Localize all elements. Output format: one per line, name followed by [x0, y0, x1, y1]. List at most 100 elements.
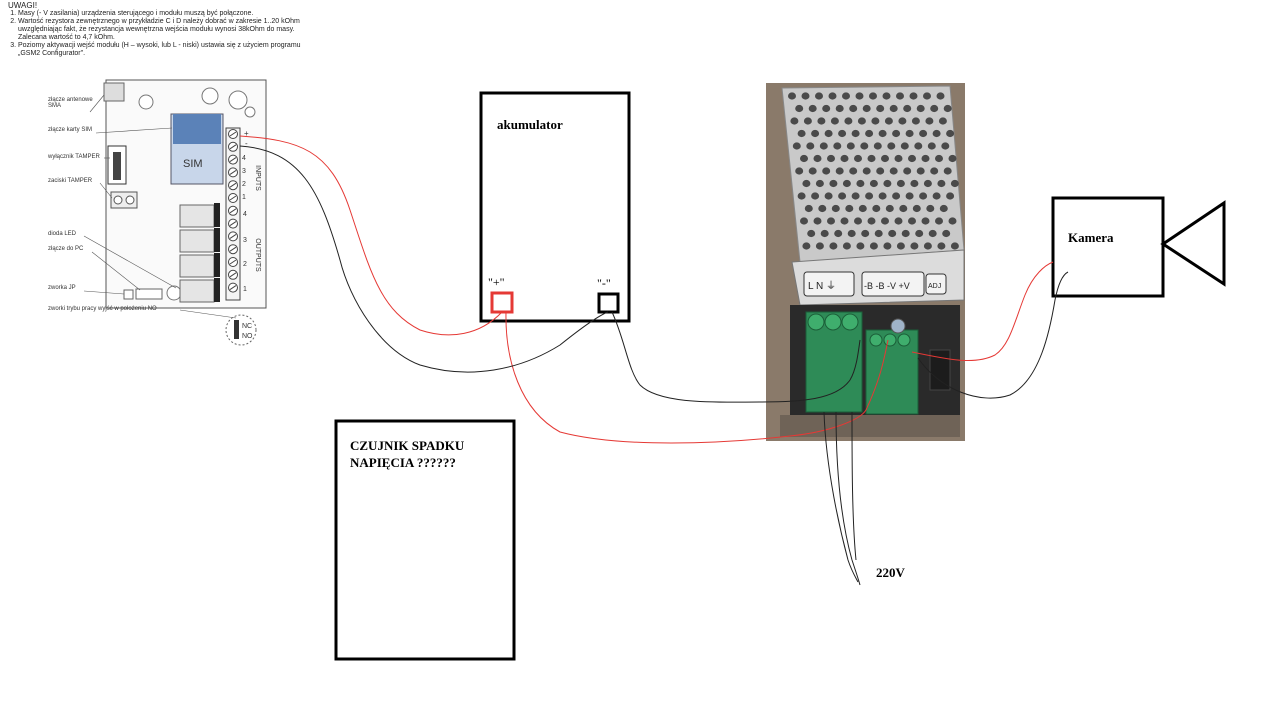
vent-hole — [808, 104, 817, 113]
vent-hole — [905, 192, 914, 200]
vent-hole — [840, 217, 849, 225]
vent-hole — [883, 242, 892, 250]
vent-hole — [883, 179, 892, 188]
vent-hole — [803, 117, 812, 125]
sensor-label-line1: CZUJNIK SPADKU — [350, 438, 465, 453]
vent-hole — [916, 167, 925, 175]
vent-hole — [896, 92, 904, 100]
vent-hole — [862, 167, 871, 175]
label-pc: złącze do PC — [48, 246, 84, 252]
tamper-switch-lever — [113, 152, 121, 180]
vent-hole — [860, 142, 869, 150]
vent-hole — [946, 192, 955, 200]
vent-hole — [942, 229, 951, 238]
vent-hole — [858, 204, 867, 213]
psu-vent-holes — [788, 92, 959, 250]
vent-hole — [884, 117, 893, 125]
vent-hole — [869, 242, 878, 250]
camera-label: Kamera — [1068, 230, 1114, 245]
mains-wire — [835, 411, 861, 586]
vent-hole — [833, 142, 842, 150]
wires — [239, 135, 1069, 586]
vent-hole — [937, 242, 946, 250]
sensor-label: CZUJNIK SPADKU NAPIĘCIA ?????? — [350, 437, 464, 471]
red-wire — [505, 311, 889, 444]
black-wire — [239, 145, 609, 373]
sim-card — [173, 114, 221, 144]
vent-hole — [935, 217, 943, 225]
vent-hole — [898, 117, 907, 125]
battery-plus-label: "+" — [488, 275, 505, 289]
vent-hole — [910, 242, 919, 250]
output-num: 2 — [243, 261, 247, 268]
vent-hole — [903, 167, 912, 175]
vent-hole — [939, 204, 948, 213]
vent-hole — [845, 204, 854, 213]
vent-hole — [808, 167, 817, 175]
black-wire — [917, 271, 1069, 399]
vent-hole — [923, 92, 931, 100]
vent-hole — [925, 117, 934, 125]
vent-hole — [819, 142, 828, 150]
battery — [479, 91, 631, 323]
nc-label: NC — [242, 323, 252, 330]
notes-item: Poziomy aktywacji wejść modułu (H – wyso… — [18, 42, 308, 58]
battery-minus-terminal — [597, 292, 620, 314]
vent-hole — [844, 117, 853, 125]
psu-ac-label-box — [803, 271, 855, 297]
vent-hole — [885, 204, 894, 213]
vent-hole — [854, 154, 862, 163]
vent-hole — [801, 92, 810, 100]
vent-hole — [948, 154, 957, 163]
relay — [179, 204, 215, 228]
vent-hole — [842, 179, 851, 188]
vent-hole — [849, 104, 858, 113]
vent-hole — [932, 192, 941, 200]
vent-hole — [829, 179, 838, 188]
relay — [179, 254, 215, 278]
vent-hole — [874, 229, 883, 238]
vent-hole — [896, 179, 905, 188]
vent-hole — [869, 179, 878, 188]
label-no-jumpers: zworki trybu pracy wyjść w położeniu NO — [48, 306, 157, 312]
vent-hole — [854, 217, 862, 225]
vent-hole — [919, 129, 928, 138]
vent-hole — [911, 117, 920, 125]
vent-hole — [910, 179, 919, 188]
vent-hole — [872, 204, 881, 213]
vent-hole — [892, 192, 901, 200]
notes-title: UWAGI! — [8, 1, 38, 10]
psu-dc-labels: -B -B -V +V — [864, 281, 910, 291]
vent-hole — [873, 142, 882, 150]
red-wire — [239, 135, 503, 336]
terminal-plus: + — [244, 129, 249, 138]
sma-connector — [103, 82, 125, 102]
vent-hole — [908, 217, 916, 225]
vent-hole — [878, 192, 887, 200]
battery-box — [479, 91, 631, 323]
sensor-box — [334, 419, 516, 661]
battery-label: akumulator — [497, 117, 563, 132]
vent-hole — [887, 142, 896, 150]
vent-hole — [842, 92, 850, 100]
vent-hole — [937, 179, 946, 188]
input-num: 3 — [242, 168, 246, 175]
relay-jumper — [214, 253, 220, 277]
vent-hole — [835, 167, 844, 175]
input-num: 1 — [242, 194, 246, 201]
vent-hole — [788, 92, 796, 100]
vent-hole — [928, 229, 937, 238]
vent-hole — [871, 117, 880, 125]
vent-hole — [820, 229, 829, 238]
vent-hole — [834, 229, 843, 238]
vent-hole — [865, 129, 874, 138]
vent-hole — [938, 117, 947, 125]
vent-hole — [857, 117, 866, 125]
vent-hole — [802, 179, 811, 188]
vent-hole — [936, 92, 945, 100]
vent-hole — [838, 192, 847, 200]
vent-hole — [921, 154, 930, 163]
vent-hole — [824, 129, 833, 138]
vent-hole — [861, 229, 870, 238]
vent-hole — [831, 204, 840, 213]
